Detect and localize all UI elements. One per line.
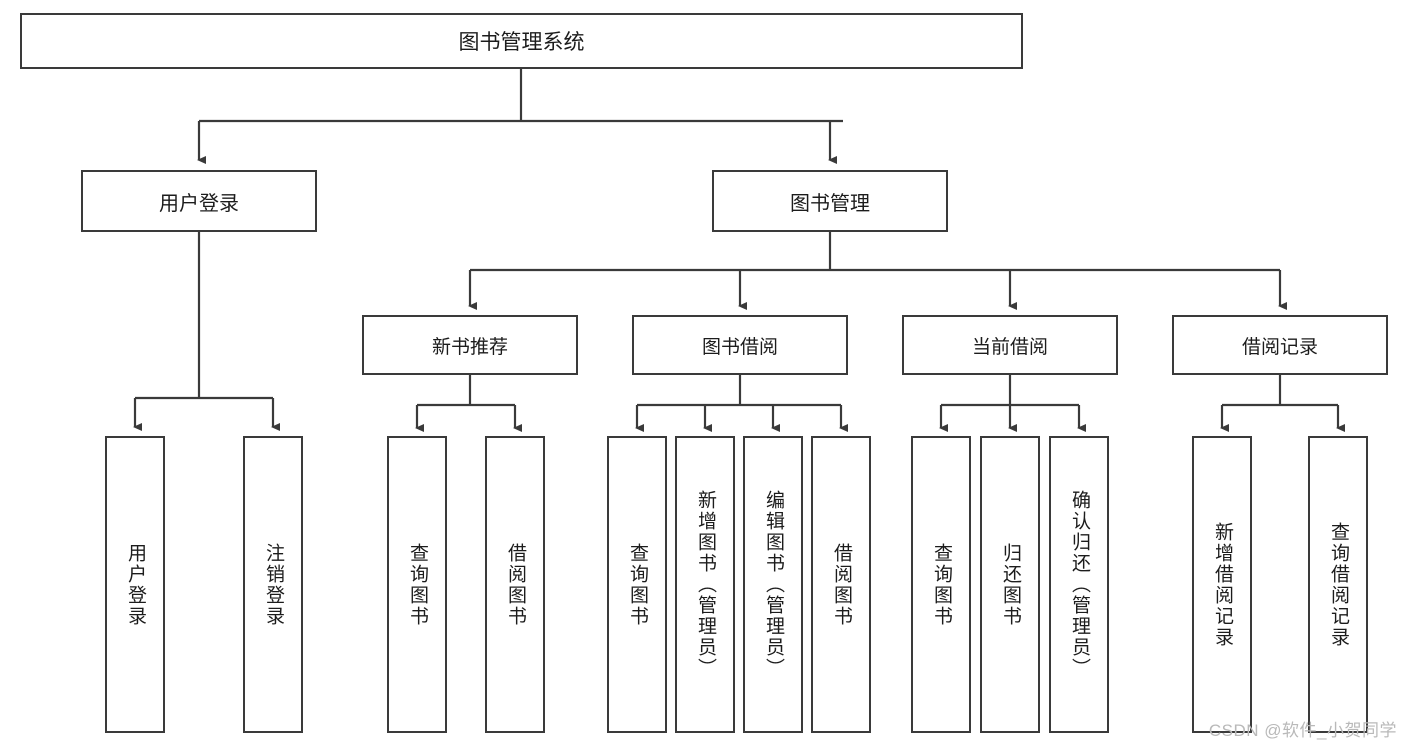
node-root-label: 图书管理系统 xyxy=(458,31,585,54)
node-leaf-add-book-admin[interactable]: 新增图书（管理员） xyxy=(675,436,735,733)
node-leaf-confirm-return-admin[interactable]: 确认归还（管理员） xyxy=(1049,436,1109,733)
node-leaf-edit-book-admin[interactable]: 编辑图书（管理员） xyxy=(743,436,803,733)
node-leaf-user-login-label: 用户登录 xyxy=(124,542,146,627)
watermark: CSDN @软件_小贺同学 xyxy=(1208,721,1397,740)
node-leaf-add-borrow-record[interactable]: 新增借阅记录 xyxy=(1192,436,1252,733)
node-leaf-logout-login[interactable]: 注销登录 xyxy=(243,436,303,733)
node-book-management-label: 图书管理 xyxy=(790,192,870,215)
node-leaf-edit-book-admin-label: 编辑图书（管理员） xyxy=(762,490,784,679)
node-current-borrow-label: 当前借阅 xyxy=(971,336,1048,358)
node-borrow-record-label: 借阅记录 xyxy=(1241,336,1318,358)
node-leaf-borrow-book-1-label: 借阅图书 xyxy=(504,542,526,627)
node-new-book-recommend[interactable]: 新书推荐 xyxy=(362,315,578,375)
node-book-borrow-label: 图书借阅 xyxy=(701,336,778,358)
node-leaf-query-book-1-label: 查询图书 xyxy=(406,542,428,627)
node-leaf-borrow-book-2[interactable]: 借阅图书 xyxy=(811,436,871,733)
node-user-login[interactable]: 用户登录 xyxy=(81,170,317,232)
node-leaf-logout-login-label: 注销登录 xyxy=(262,542,284,627)
node-book-management[interactable]: 图书管理 xyxy=(712,170,948,232)
node-leaf-add-borrow-record-label: 新增借阅记录 xyxy=(1211,521,1233,648)
node-leaf-confirm-return-admin-label: 确认归还（管理员） xyxy=(1068,490,1090,679)
node-leaf-query-book-2-label: 查询图书 xyxy=(626,542,648,627)
node-leaf-user-login[interactable]: 用户登录 xyxy=(105,436,165,733)
node-leaf-return-book[interactable]: 归还图书 xyxy=(980,436,1040,733)
node-borrow-record[interactable]: 借阅记录 xyxy=(1172,315,1388,375)
node-leaf-add-book-admin-label: 新增图书（管理员） xyxy=(694,490,716,679)
node-root[interactable]: 图书管理系统 xyxy=(20,13,1023,69)
node-user-login-label: 用户登录 xyxy=(159,192,239,215)
node-leaf-query-book-1[interactable]: 查询图书 xyxy=(387,436,447,733)
node-leaf-borrow-book-1[interactable]: 借阅图书 xyxy=(485,436,545,733)
node-book-borrow[interactable]: 图书借阅 xyxy=(632,315,848,375)
node-leaf-query-borrow-record-label: 查询借阅记录 xyxy=(1327,521,1349,648)
node-leaf-query-borrow-record[interactable]: 查询借阅记录 xyxy=(1308,436,1368,733)
node-current-borrow[interactable]: 当前借阅 xyxy=(902,315,1118,375)
node-leaf-return-book-label: 归还图书 xyxy=(999,542,1021,627)
node-leaf-query-book-2[interactable]: 查询图书 xyxy=(607,436,667,733)
node-leaf-query-book-3[interactable]: 查询图书 xyxy=(911,436,971,733)
node-leaf-query-book-3-label: 查询图书 xyxy=(930,542,952,627)
node-leaf-borrow-book-2-label: 借阅图书 xyxy=(830,542,852,627)
node-new-book-recommend-label: 新书推荐 xyxy=(431,336,508,358)
